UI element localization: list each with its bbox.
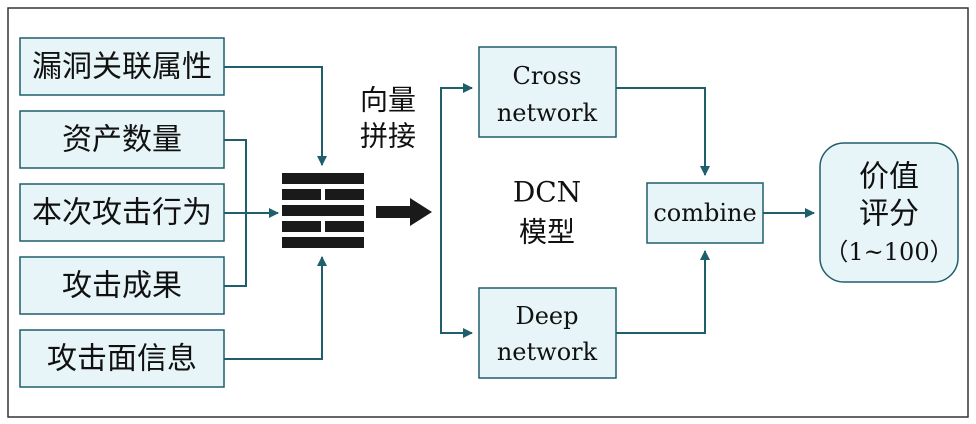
input-attack-behavior-label: 本次攻击行为 (32, 196, 212, 231)
output-line2: 评分 (859, 197, 919, 232)
connector-vuln-attr (224, 66, 327, 166)
dcn-input-arrow (376, 198, 432, 226)
input-attack-surface-label: 攻击面信息 (47, 342, 197, 377)
dcn-label-line1: DCN (513, 176, 581, 209)
deep-network-box: Deep network (478, 287, 617, 379)
connector-to-deep (440, 212, 473, 338)
connector-deep-to-combine (616, 250, 710, 334)
output-line3: （1~100） (824, 238, 953, 266)
input-vuln-attr-label: 漏洞关联属性 (32, 50, 212, 85)
cross-network-box: Cross network (478, 46, 617, 138)
connector-cross-to-combine (616, 87, 710, 176)
concat-label-line1: 向量 (360, 84, 416, 117)
concat-label-line2: 拼接 (360, 120, 416, 153)
cross-network-line1: Cross (513, 62, 582, 90)
input-attack-surface: 攻击面信息 (19, 329, 225, 388)
dcn-label-line2: 模型 (519, 216, 575, 249)
input-attack-result-label: 攻击成果 (62, 269, 182, 304)
deep-network-line1: Deep (515, 302, 578, 330)
connector-attack-surface (224, 256, 327, 360)
combine-box: combine (646, 182, 764, 244)
input-attack-behavior: 本次攻击行为 (19, 183, 225, 242)
outer-frame (7, 7, 969, 418)
input-vuln-attr: 漏洞关联属性 (19, 37, 225, 96)
connector-to-cross (440, 83, 473, 212)
concat-vector-block (282, 173, 364, 248)
output-score-box: 价值 评分 （1~100） (819, 142, 959, 283)
cross-network-line2: network (497, 99, 598, 127)
combine-label: combine (653, 199, 756, 227)
input-asset-count-label: 资产数量 (62, 123, 182, 158)
deep-network-line2: network (497, 338, 598, 366)
output-line1: 价值 (859, 160, 919, 195)
input-attack-result: 攻击成果 (19, 256, 225, 315)
input-asset-count: 资产数量 (19, 110, 225, 169)
